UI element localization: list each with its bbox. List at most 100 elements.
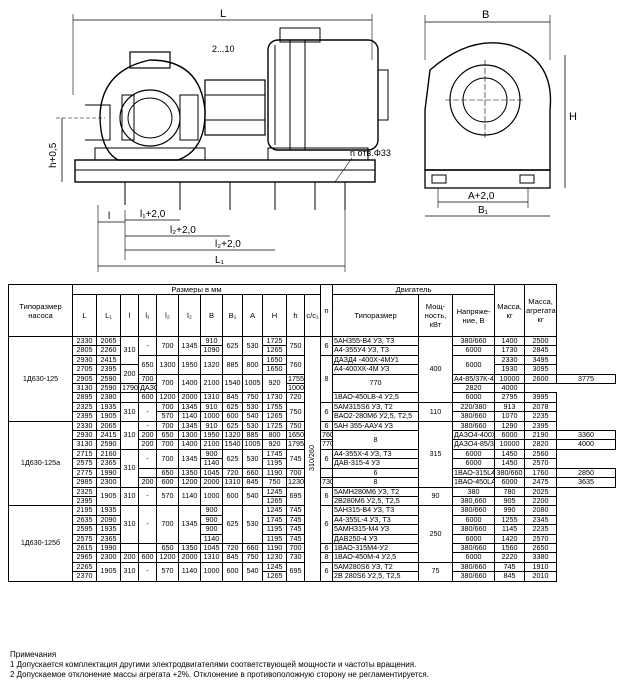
table-cell: 3495 (524, 354, 558, 366)
table-cell: 570 (156, 486, 179, 507)
hdr-power: Мощ-ность, кВт (418, 294, 454, 337)
hdr-col-l2b: l₂ (178, 294, 201, 337)
table-cell: 2065 (96, 335, 121, 347)
table-cell: 3635 (556, 477, 616, 488)
table-cell: 2475 (524, 477, 558, 488)
table-cell: 700 (138, 373, 157, 385)
motor-type: А4-355Х-4 УЗ, Т3 (332, 448, 420, 460)
motor-type: 1ВАО-315М4-У2 (332, 542, 420, 554)
table-cell: 2330 (494, 354, 526, 366)
table-cell: 750 (242, 552, 263, 563)
table-cell: 600 (222, 561, 243, 582)
table-cell: 6000 (452, 514, 496, 526)
table-cell: 540 (242, 561, 263, 582)
table-cell: 2965 (72, 552, 97, 563)
table-cell: - (138, 401, 157, 422)
table-cell: 6 (320, 505, 334, 544)
table-cell: 6000 (452, 345, 496, 356)
table-cell: 2190 (524, 430, 558, 441)
table-cell: 2260 (96, 345, 121, 356)
table-cell: 1265 (262, 345, 287, 356)
table-cell: 310 (120, 486, 139, 507)
hdr-col-cc1: c/c₁ (303, 294, 322, 337)
table-cell (138, 467, 157, 479)
power-value: 90 (418, 486, 454, 507)
hdr-col-H: H (262, 294, 287, 337)
table-cell: 4000 (494, 383, 526, 394)
table-cell: 913 (494, 401, 526, 413)
table-cell: 1140 (178, 486, 201, 507)
table-cell: 800 (242, 354, 263, 375)
table-cell: 2820 (524, 439, 558, 450)
table-cell: 2570 (524, 533, 558, 544)
motor-type: 1ВАО-450LB-4 У2,5 (332, 392, 420, 403)
table-cell: 2930 (72, 354, 97, 366)
table-cell: 2078 (524, 401, 558, 413)
hole-label: n отв.Φ33 (350, 148, 391, 158)
motor-type: 5АМН315-М4 УЗ (332, 524, 420, 535)
motor-type: 5АМ280S6 УЗ, Т2 (332, 561, 420, 573)
table-cell: 885 (242, 430, 263, 441)
table-cell: 380/660 (494, 467, 526, 479)
notes-title: Примечания (10, 650, 57, 659)
table-cell: 2090 (96, 514, 121, 526)
table-cell: - (138, 336, 157, 356)
pump-name: 1Д630-125а (8, 420, 73, 507)
dim-L1-label: L₁ (215, 255, 225, 266)
table-cell: 2500 (524, 335, 558, 347)
table-cell: 8 (320, 354, 334, 403)
table-cell: 625 (222, 505, 243, 544)
table-cell: 1730 (262, 392, 287, 403)
table-cell: 910 (200, 420, 223, 432)
table-cell: 2000 (200, 477, 223, 488)
table-cell: 1560 (494, 542, 526, 554)
table-cell: 6 (320, 420, 334, 432)
motor-type: 2В 280S6 У2,5, Т2,5 (332, 571, 420, 582)
spec-table: Типоразмер насоса Размеры в мм n Двигате… (8, 284, 616, 582)
table-cell: 570 (156, 561, 179, 582)
table-cell: 380/660 (452, 505, 496, 516)
table-cell: 6 (320, 336, 334, 356)
table-cell: 2615 (72, 542, 97, 554)
table-cell: 2415 (96, 430, 121, 441)
table-cell: 2365 (96, 458, 121, 469)
table-cell: 2100 (200, 439, 223, 450)
table-cell: 6 (332, 467, 420, 479)
table-cell: 1005 (242, 373, 263, 394)
motor-type: 5АН315-В4 УЗ, Т3 (332, 505, 420, 516)
hdr-col-L1: L₁ (96, 294, 121, 337)
hdr-unit-mass: Масса, агрегата, кг (524, 284, 558, 337)
table-cell: 1195 (262, 533, 287, 544)
table-cell: 1730 (494, 345, 526, 356)
hdr-dims-group: Размеры в мм (71, 284, 322, 295)
table-cell: 1345 (178, 336, 201, 356)
table-cell: 900 (200, 505, 223, 516)
motor-type: ДАЗО4-85/37К-4У1 (452, 439, 496, 450)
table-cell: 1045 (200, 467, 223, 479)
table-cell: 1420 (494, 533, 526, 544)
table-cell: 1935 (96, 505, 121, 516)
table-cell: - (138, 448, 157, 469)
table-cell: 1320 (222, 430, 243, 441)
table-cell: 220/380 (452, 401, 496, 413)
dim-B-label: B (482, 9, 489, 21)
hdr-col-B1: B₁ (222, 294, 243, 337)
table-cell: 530 (242, 336, 263, 356)
table-cell: 920 (262, 373, 287, 394)
table-cell: 1190 (262, 467, 287, 479)
dim-l2a-label: l₂+2,0 (170, 225, 196, 236)
table-cell: 1140 (178, 561, 201, 582)
table-cell: 1230 (262, 552, 287, 563)
table-cell: 1790 (120, 383, 139, 394)
motor-type: 1ВАО-450М-4 У2,5 (332, 552, 420, 563)
table-cell: 780 (494, 486, 526, 497)
table-cell: 800 (262, 430, 287, 441)
table-cell: 380/660 (452, 561, 496, 573)
table-cell: 3380 (524, 552, 558, 563)
table-cell: 1245 (262, 486, 287, 497)
table-cell: 2795 (494, 392, 526, 403)
table-cell: 1090 (200, 345, 223, 356)
table-cell: 2575 (72, 458, 97, 469)
table-cell: 6000 (452, 354, 496, 375)
table-cell: 1310 (200, 392, 223, 403)
